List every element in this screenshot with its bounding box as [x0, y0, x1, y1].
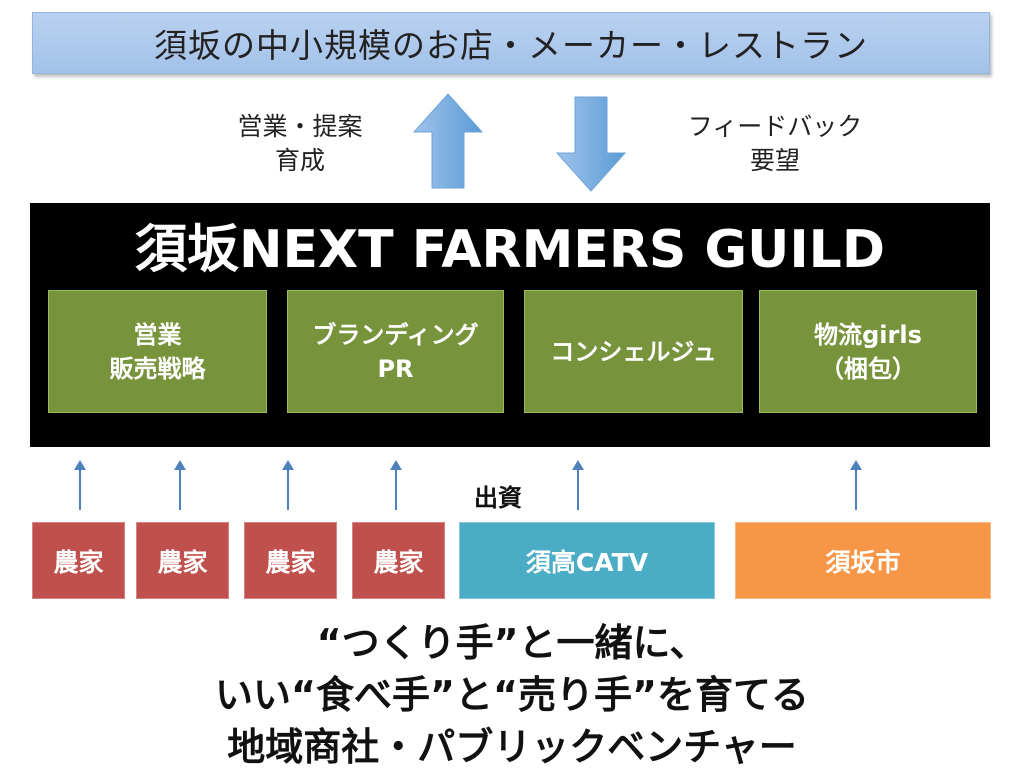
tagline-line-2: いい“食べ手”と“売り手”を育てる [215, 673, 809, 717]
arrow-up-icon [74, 460, 86, 510]
sales-proposal-line-1: 営業・提案 [237, 112, 363, 141]
catv-box: 須高CATV [459, 522, 715, 599]
function-branding-line-1: ブランディング [312, 320, 479, 349]
feedback-line-1: フィードバック [687, 112, 863, 141]
arrow-up-icon [850, 460, 862, 510]
feedback-label: フィードバック 要望 [660, 110, 890, 178]
function-sales: 営業 販売戦略 [48, 290, 267, 413]
arrow-up-icon [412, 93, 484, 189]
function-logistics-line-2: （梱包） [820, 354, 916, 383]
stores-banner: 須坂の中小規模のお店・メーカー・レストラン [32, 12, 990, 74]
arrow-up-icon [390, 460, 402, 510]
arrow-up-icon [174, 460, 186, 510]
arrow-up-icon [572, 460, 584, 510]
farmer-box: 農家 [244, 522, 337, 599]
feedback-line-2: 要望 [749, 146, 800, 175]
farmer-label: 農家 [265, 547, 316, 577]
guild-title: 須坂NEXT FARMERS GUILD [135, 219, 885, 280]
function-logistics: 物流girls （梱包） [759, 290, 977, 413]
city-box: 須坂市 [735, 522, 991, 599]
tagline-line-1: “つくり手”と一緒に、 [316, 621, 708, 665]
sales-proposal-label: 営業・提案 育成 [200, 110, 400, 178]
function-branding-line-2: PR [377, 354, 414, 383]
function-sales-line-1: 営業 [133, 320, 182, 349]
sales-proposal-line-2: 育成 [274, 146, 325, 175]
farmer-label: 農家 [157, 547, 208, 577]
farmer-label: 農家 [53, 547, 104, 577]
tagline-line-3: 地域商社・パブリックベンチャー [227, 725, 797, 769]
city-label: 須坂市 [825, 547, 901, 577]
function-branding: ブランディング PR [287, 290, 504, 413]
catv-label: 須高CATV [525, 547, 649, 577]
farmer-label: 農家 [373, 547, 424, 577]
farmer-box: 農家 [352, 522, 445, 599]
function-sales-line-2: 販売戦略 [109, 354, 206, 383]
investment-label: 出資 [474, 484, 522, 512]
stores-banner-text: 須坂の中小規模のお店・メーカー・レストラン [154, 26, 868, 65]
arrow-down-icon [555, 96, 627, 192]
function-concierge: コンシェルジュ [524, 290, 743, 413]
farmer-box: 農家 [32, 522, 125, 599]
arrow-up-icon [282, 460, 294, 510]
function-logistics-line-1: 物流girls [814, 320, 922, 349]
farmer-box: 農家 [136, 522, 229, 599]
function-concierge-line-1: コンシェルジュ [550, 337, 717, 366]
